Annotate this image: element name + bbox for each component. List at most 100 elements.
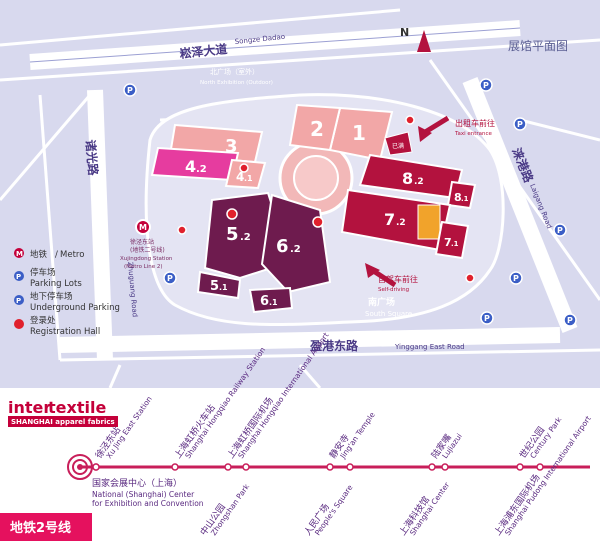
svg-text:.2: .2 xyxy=(290,244,301,255)
station-dot[interactable] xyxy=(441,463,449,471)
svg-text:(Metro Line 2): (Metro Line 2) xyxy=(124,264,163,270)
svg-text:.2: .2 xyxy=(196,164,207,175)
registration-icon xyxy=(14,319,24,329)
svg-text:.1: .1 xyxy=(269,298,278,307)
legend: M 地铁 / Metro P 停车场 Parking Lots P 地下停车场 … xyxy=(14,248,120,337)
north-square-en: North Exhibition (Outdoor) xyxy=(200,80,273,86)
line-label: 地铁2号线 xyxy=(0,513,92,541)
svg-text:Taxi entrance: Taxi entrance xyxy=(454,131,493,137)
hall-7-1[interactable]: 7 .1 xyxy=(434,220,470,260)
small-block-label: 已满 xyxy=(392,142,404,150)
main-roads xyxy=(29,20,578,361)
metro-station-marker[interactable]: M 徐泾东站 (地铁二号线) Xujingdong Station (Metro… xyxy=(120,219,173,270)
hall-5-1[interactable]: 5 .1 xyxy=(196,270,242,300)
svg-text:M: M xyxy=(139,223,147,232)
north-compass: N xyxy=(400,26,431,52)
hall-4-1[interactable]: 4 .1 xyxy=(224,158,267,190)
svg-text:P: P xyxy=(557,226,563,235)
svg-text:P: P xyxy=(16,273,21,281)
svg-text:P: P xyxy=(483,81,489,90)
road-label-south-en: Yinggang East Road xyxy=(394,343,465,351)
svg-text:8: 8 xyxy=(454,191,462,204)
taxi-arrow: 出租车前往 Taxi entrance xyxy=(418,115,495,142)
svg-text:P: P xyxy=(513,274,519,283)
svg-text:7: 7 xyxy=(444,236,452,249)
svg-text:6: 6 xyxy=(276,236,289,257)
self-drive-arrow: 自驾车前往 Self-driving xyxy=(365,263,418,293)
svg-text:.2: .2 xyxy=(396,218,406,228)
station-name-en: National (Shanghai) Center xyxy=(92,490,195,499)
svg-text:徐泾东站: 徐泾东站 xyxy=(130,238,154,246)
svg-text:(地铁二号线): (地铁二号线) xyxy=(130,246,165,254)
svg-text:Registration Hall: Registration Hall xyxy=(30,327,100,337)
station-name-en-2: for Exhibition and Convention xyxy=(92,499,204,508)
svg-text:Self-driving: Self-driving xyxy=(378,287,409,293)
north-square-label: 北广场（室外） xyxy=(210,67,259,76)
svg-text:5: 5 xyxy=(210,279,219,294)
svg-text:P: P xyxy=(484,314,490,323)
svg-text:.2: .2 xyxy=(414,177,424,187)
svg-text:5: 5 xyxy=(226,224,239,245)
svg-text:.1: .1 xyxy=(219,283,228,292)
svg-text:P: P xyxy=(127,86,133,95)
metro-line-2 xyxy=(67,454,590,480)
svg-text:自驾车前往: 自驾车前往 xyxy=(378,274,418,284)
svg-text:Underground Parking: Underground Parking xyxy=(30,303,120,313)
svg-text:P: P xyxy=(567,316,573,325)
svg-text:Parking Lots: Parking Lots xyxy=(30,279,82,289)
registration-markers[interactable] xyxy=(177,115,475,283)
svg-text:停车场: 停车场 xyxy=(30,267,56,278)
svg-text:.1: .1 xyxy=(451,240,459,248)
brand-logo: inter textile SHANGHAI apparel fabrics xyxy=(8,398,118,427)
map-title: 展馆平面图 xyxy=(508,38,568,53)
hall-8-1[interactable]: 8 .1 xyxy=(446,180,477,210)
svg-text:2: 2 xyxy=(310,117,324,141)
station-dot[interactable] xyxy=(428,463,436,471)
svg-text:地铁2号线: 地铁2号线 xyxy=(10,520,71,536)
station-dot[interactable] xyxy=(224,463,232,471)
svg-text:inter: inter xyxy=(8,398,51,417)
central-hub xyxy=(278,140,354,250)
parking-icon: P xyxy=(14,271,24,281)
station-dot[interactable] xyxy=(92,463,100,471)
south-square-en: South Square xyxy=(365,310,412,318)
svg-text:地下停车场: 地下停车场 xyxy=(30,291,73,302)
svg-text:M: M xyxy=(16,250,23,258)
hall-6-1[interactable]: 6 .1 xyxy=(248,286,294,314)
hall-1[interactable]: 1 xyxy=(328,106,394,162)
station-dot[interactable] xyxy=(326,463,334,471)
svg-text:7: 7 xyxy=(384,210,395,229)
svg-text:P: P xyxy=(167,274,173,283)
parking-markers[interactable]: P P P P P P P P xyxy=(123,78,577,327)
hall-2[interactable]: 2 xyxy=(288,103,342,152)
station-dot[interactable] xyxy=(346,463,354,471)
road-label-south: 盈港东路 xyxy=(309,338,359,353)
station-dot[interactable] xyxy=(171,463,179,471)
svg-text:SHANGHAI apparel fabrics: SHANGHAI apparel fabrics xyxy=(11,418,115,426)
svg-text:地铁: 地铁 xyxy=(30,249,48,260)
svg-text:6: 6 xyxy=(260,294,269,309)
svg-text:N: N xyxy=(400,26,409,39)
hall-4-2[interactable]: 4 .2 xyxy=(150,146,240,182)
underground-parking-icon: P xyxy=(14,295,24,305)
svg-text:1: 1 xyxy=(352,121,366,145)
road-label-west: 诸光路 xyxy=(83,139,101,177)
svg-text:8: 8 xyxy=(402,169,413,188)
svg-text:登录处: 登录处 xyxy=(30,315,56,326)
svg-text:Metro: Metro xyxy=(60,250,84,260)
svg-text:/: / xyxy=(55,250,58,260)
svg-text:.1: .1 xyxy=(461,195,469,203)
station-dot[interactable] xyxy=(536,463,544,471)
svg-text:.1: .1 xyxy=(244,174,253,183)
svg-text:P: P xyxy=(16,297,21,305)
svg-text:P: P xyxy=(517,120,523,129)
svg-text:textile: textile xyxy=(48,398,106,417)
station-dot[interactable] xyxy=(242,463,250,471)
small-red-block xyxy=(384,131,413,156)
svg-text:Xujingdong Station: Xujingdong Station xyxy=(120,256,173,262)
station-dot[interactable] xyxy=(516,463,524,471)
highlighted-booth[interactable] xyxy=(417,204,441,240)
road-label-north: 崧泽大道 xyxy=(179,41,228,61)
